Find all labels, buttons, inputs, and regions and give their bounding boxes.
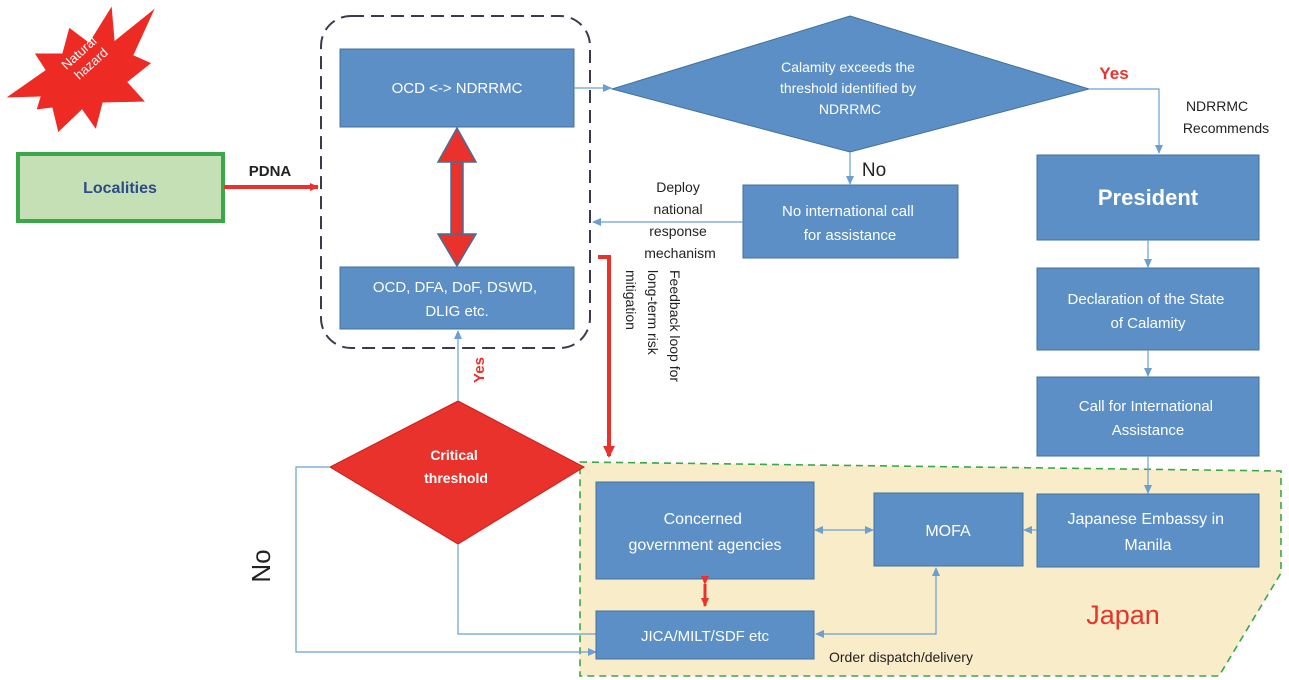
- call-intl-box: [1036, 376, 1260, 457]
- natural-hazard-burst: Natural hazard: [3, 3, 157, 134]
- embassy-box: [1036, 493, 1260, 568]
- deploy-line2: national: [654, 201, 703, 217]
- svg-text:Concerned government agenc: Concerned government agencies: [629, 511, 782, 554]
- jica-label: JICA/MILT/SDF etc: [641, 628, 770, 645]
- two-way-red-arrow: [436, 126, 478, 268]
- svg-text:NDRRMC Recommends: NDRRMC Recommends: [1183, 98, 1269, 136]
- no-intl-line2: for assistance: [804, 227, 897, 244]
- president-label: President: [1098, 185, 1199, 210]
- pdna-label: PDNA: [249, 163, 292, 180]
- feedback-loop-arrow: [598, 255, 615, 458]
- jica-box: [595, 610, 815, 660]
- concerned-line2: government agencies: [629, 537, 782, 554]
- yes-to-president-connector: [1089, 88, 1163, 154]
- call-intl-line2: Assistance: [1112, 422, 1185, 439]
- president-box: [1036, 154, 1260, 241]
- threshold-line1: Calamity exceeds the: [781, 59, 915, 75]
- embassy-line1: Japanese Embassy in: [1068, 511, 1225, 528]
- critical-line2: threshold: [424, 470, 488, 486]
- embassy-line2: Manila: [1124, 537, 1171, 554]
- no-intl-call-box: [742, 184, 959, 259]
- svg-text:Call for International Ass: Call for International Assistance: [1079, 398, 1217, 439]
- svg-text:OCD, DFA, DoF, DSWD, DLIG: OCD, DFA, DoF, DSWD, DLIG etc.: [373, 279, 541, 320]
- svg-text:Calamity exceeds the thres: Calamity exceeds the threshold identifie…: [780, 59, 920, 117]
- ocd-agencies-line2: DLIG etc.: [425, 303, 488, 320]
- critical-to-jica-connector: [457, 544, 596, 635]
- ocd-group-frame: [320, 15, 591, 349]
- ocd-ndrrmc-label: OCD <-> NDRRMC: [392, 80, 523, 97]
- ocd-agencies-line1: OCD, DFA, DoF, DSWD,: [373, 279, 537, 296]
- svg-text:Japanese Embassy in Manila: Japanese Embassy in Manila: [1068, 511, 1229, 554]
- jica-mofa-connector: [815, 567, 940, 638]
- deploy-line3: response: [649, 223, 707, 239]
- ocd-ndrrmc-box: [339, 48, 575, 128]
- svg-text:No international call for: No international call for assistance: [782, 203, 918, 244]
- localities-box: [16, 152, 225, 223]
- declaration-line2: of Calamity: [1110, 315, 1186, 332]
- recommends-line2: Recommends: [1183, 120, 1269, 136]
- svg-text:Declaration of the State o: Declaration of the State of Calamity: [1068, 291, 1229, 332]
- feedback-line2: long-term risk: [645, 270, 661, 356]
- no-mid-label: No: [862, 160, 886, 181]
- feedback-line3: mitigation: [623, 270, 639, 330]
- yes-top-label: Yes: [1099, 64, 1128, 83]
- mofa-label: MOFA: [925, 523, 971, 540]
- svg-text:Feedback loop for long-ter: Feedback loop for long-term risk mitigat…: [623, 270, 683, 386]
- critical-line1: Critical: [430, 447, 477, 463]
- deploy-line1: Deploy: [656, 179, 700, 195]
- no-intl-line1: No international call: [782, 203, 914, 220]
- order-dispatch-label: Order dispatch/delivery: [829, 649, 973, 665]
- localities-label: Localities: [83, 180, 157, 197]
- threshold-line3: NDRRMC: [819, 101, 881, 117]
- declaration-box: [1036, 267, 1260, 351]
- svg-text:Deploy national respon: Deploy national response mechanism: [644, 179, 716, 261]
- call-intl-line1: Call for International: [1079, 398, 1213, 415]
- burst-icon: [3, 3, 157, 134]
- concerned-line1: Concerned: [664, 511, 742, 528]
- svg-text:Critical threshold: Critical threshold: [424, 447, 488, 486]
- no-left-label: No: [246, 549, 276, 582]
- declaration-line1: Declaration of the State: [1068, 291, 1225, 308]
- yes-critical-label: Yes: [471, 357, 488, 383]
- concerned-agencies-box: [595, 481, 815, 580]
- critical-no-connector: [295, 466, 597, 656]
- threshold-line2: threshold identified by: [780, 80, 916, 96]
- deploy-line4: mechanism: [644, 245, 716, 261]
- mofa-box: [873, 492, 1024, 567]
- japan-label: Japan: [1086, 600, 1160, 630]
- feedback-line1: Feedback loop for: [667, 270, 683, 382]
- recommends-line1: NDRRMC: [1186, 98, 1248, 114]
